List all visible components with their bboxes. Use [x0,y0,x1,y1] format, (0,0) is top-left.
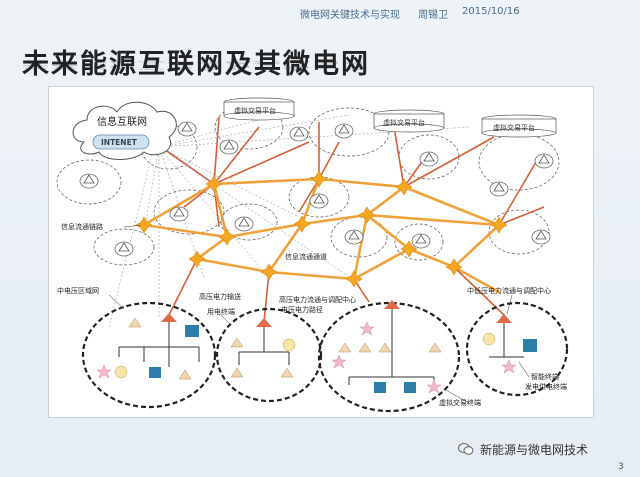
label-info-channel: 信息流通通道 [285,252,327,261]
info-cloud: 信息互联网 INTENET [72,101,177,160]
energy-internet-diagram: 信息互联网 INTENET 虚拟交易平台 虚拟交易平台 虚拟交易平台 [48,86,594,418]
header-date: 2015/10/16 [462,6,520,17]
platform-1: 虚拟交易平台 [223,97,295,121]
wechat-icon [458,443,474,455]
cloud-label: 信息互联网 [97,115,147,128]
microgrid-1 [96,313,200,380]
platform-label-2: 虚拟交易平台 [383,118,425,127]
header-author: 周锡卫 [418,10,448,21]
label-user-terminal: 用电终端 [207,307,235,316]
label-hv-center: 高压电力流通与调配中心 [279,295,356,304]
page-number: 3 [618,462,624,472]
label-hv-transmission: 高压电力输送 [199,292,241,301]
page-title: 未来能源互联网及其微电网 [22,49,370,80]
header-subject: 微电网关键技术与实现 [300,10,400,21]
label-vtrade-terminal: 虚拟交易终端 [439,398,481,407]
microgrid-2 [230,318,296,378]
label-smart-terminal: 智能终端 [531,372,559,381]
diagram-canvas: 信息互联网 INTENET 虚拟交易平台 虚拟交易平台 虚拟交易平台 [56,97,569,413]
platform-label-1: 虚拟交易平台 [234,106,276,115]
label-lv-route: 电压电力路径 [281,305,323,314]
microgrid-3 [331,300,442,394]
regional-circles [56,104,560,266]
platform-3: 虚拟交易平台 [481,114,557,138]
diagram-labels: 信息流通链路 信息流通通道 中电压区域网 高压电力输送 用电终端 高压电力流通与… [57,222,567,407]
slide-header: 微电网关键技术与实现 周锡卫 2015/10/16 [0,0,640,28]
label-energy-terminal: 发电供电终端 [525,382,567,391]
cloud-sublabel: INTENET [101,138,138,147]
footer-brand: 新能源与微电网技术 [480,443,589,457]
microgrid-circles [81,301,569,413]
label-mv-center: 中低压电力流通与调配中心 [467,286,551,295]
platform-label-3: 虚拟交易平台 [493,123,535,132]
label-multi-link: 信息流通链路 [61,222,103,231]
label-mv-zone: 中电压区域网 [57,286,99,295]
pointer-lines [108,224,530,404]
microgrid-4 [482,314,537,374]
platform-2: 虚拟交易平台 [373,109,445,133]
